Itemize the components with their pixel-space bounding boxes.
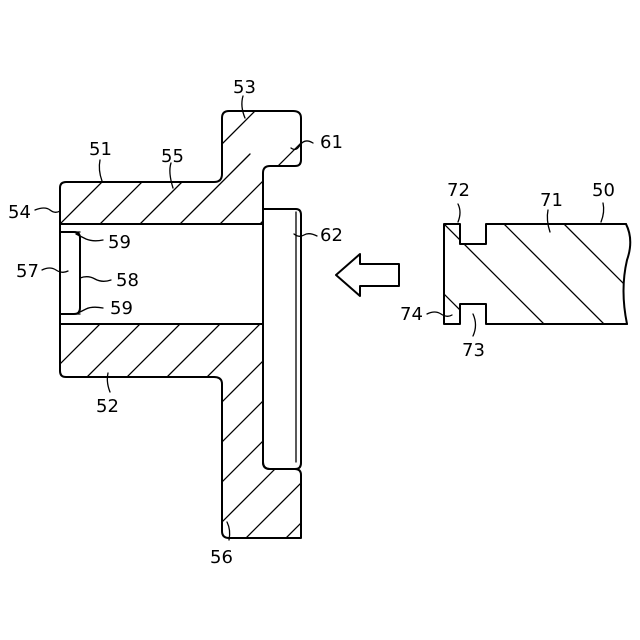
label-53: 53 (233, 77, 256, 98)
label-73: 73 (462, 340, 485, 361)
label-58: 58 (116, 270, 139, 291)
label-54: 54 (8, 202, 31, 223)
insertion-arrow-icon (336, 254, 399, 296)
groove-57 (60, 232, 80, 314)
reference-numerals: 51 55 53 54 61 62 59 57 58 59 52 56 72 7… (8, 77, 615, 568)
label-72: 72 (447, 180, 470, 201)
sleeve-outline-lower (60, 324, 301, 538)
insert-body (440, 224, 640, 327)
label-52: 52 (96, 396, 119, 417)
label-59-bottom: 59 (110, 298, 133, 319)
label-62: 62 (320, 225, 343, 246)
label-71: 71 (540, 190, 563, 211)
label-61: 61 (320, 132, 343, 153)
label-55: 55 (161, 146, 184, 167)
label-56: 56 (210, 547, 233, 568)
label-57: 57 (16, 261, 39, 282)
label-59-top: 59 (108, 232, 131, 253)
hatch-lower (40, 314, 320, 554)
seat-face-62 (263, 209, 301, 469)
label-50: 50 (592, 180, 615, 201)
label-74: 74 (400, 304, 423, 325)
label-51: 51 (89, 139, 112, 160)
hatch-upper (40, 80, 380, 244)
sleeve-outline-upper (60, 111, 301, 224)
insert-break-line (624, 224, 631, 324)
insert-outline (444, 224, 627, 324)
hatch-insert (440, 224, 640, 327)
